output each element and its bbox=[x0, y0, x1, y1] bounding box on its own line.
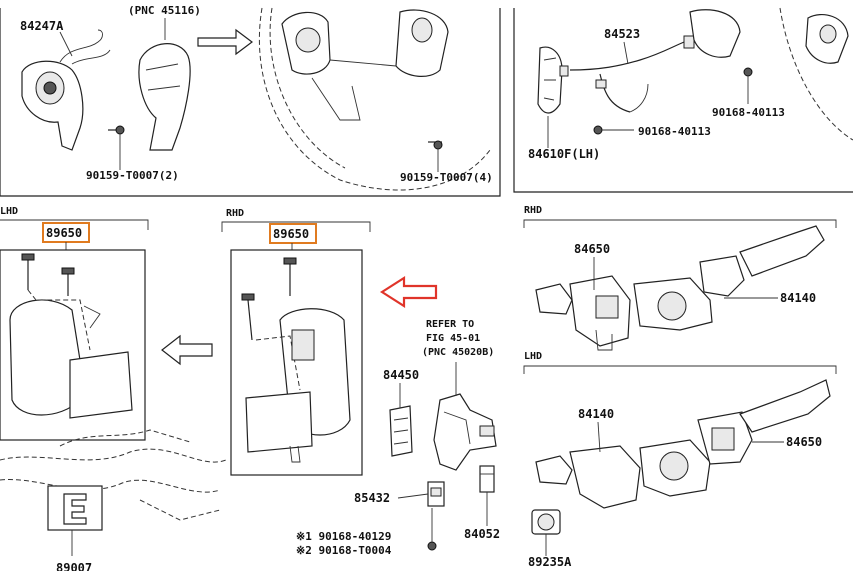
label-lhd-84140: 84140 bbox=[578, 407, 614, 421]
label-84247a: 84247A bbox=[20, 19, 64, 33]
switch-panel-84610f-illustration bbox=[537, 46, 569, 114]
label-85432: 85432 bbox=[354, 491, 390, 505]
label-84450: 84450 bbox=[383, 368, 419, 382]
arrow-to-wheel-icon bbox=[197, 28, 253, 56]
label-screw-right: 90159-T0007(4) bbox=[400, 171, 493, 184]
steering-wheel-right-illustration bbox=[689, 7, 853, 141]
label-84052: 84052 bbox=[464, 527, 500, 541]
combo-switch-lhd-illustration bbox=[535, 379, 831, 509]
label-lhd-84650: 84650 bbox=[786, 435, 822, 449]
label-rhd-84650: 84650 bbox=[574, 242, 610, 256]
note-2: ※2 90168-T0004 bbox=[296, 544, 392, 557]
panel-top-left-border bbox=[0, 8, 501, 197]
screw-upper-icon bbox=[743, 67, 753, 104]
lhd-89650-frame bbox=[0, 249, 146, 441]
region-label-lhd-right: LHD bbox=[524, 351, 542, 362]
label-84610f: 84610F(LH) bbox=[528, 147, 600, 161]
screw-left-icon bbox=[108, 125, 125, 170]
label-89235a: 89235A bbox=[528, 555, 572, 569]
label-pnc-45116: (PNC 45116) bbox=[128, 4, 201, 17]
steering-wheel-illustration bbox=[258, 7, 491, 191]
screw-center-icon bbox=[427, 508, 437, 551]
region-label-rhd-mid: RHD bbox=[226, 208, 244, 219]
screw-lower-icon bbox=[593, 125, 634, 135]
wire-harness-84523 bbox=[569, 35, 695, 113]
highlight-box-rhd-89650 bbox=[269, 223, 317, 244]
rhd-89650-frame bbox=[230, 249, 363, 476]
switch-84450-illustration bbox=[389, 405, 413, 457]
steering-switch-illustration bbox=[21, 29, 111, 151]
part-89235a-illustration bbox=[531, 509, 561, 535]
label-89007: 89007 bbox=[56, 561, 92, 571]
combo-switch-rhd-illustration bbox=[535, 225, 825, 351]
refer-line-1: REFER TO bbox=[426, 319, 474, 330]
region-label-lhd-left: LHD bbox=[0, 206, 18, 217]
region-label-rhd-right: RHD bbox=[524, 205, 542, 216]
ignition-lock-illustration bbox=[433, 362, 497, 471]
label-84523: 84523 bbox=[604, 27, 640, 41]
label-rhd-84140: 84140 bbox=[780, 291, 816, 305]
label-rhd-89650: 89650 bbox=[273, 227, 309, 241]
module-89007-illustration bbox=[47, 485, 103, 556]
part-84052-illustration bbox=[479, 465, 495, 493]
label-lhd-89650: 89650 bbox=[46, 226, 82, 240]
refer-line-2: FIG 45-01 bbox=[426, 333, 480, 344]
label-screw-lower: 90168-40113 bbox=[638, 125, 711, 138]
note-1: ※1 90168-40129 bbox=[296, 530, 391, 543]
label-screw-left: 90159-T0007(2) bbox=[86, 169, 179, 182]
ecu-rhd-illustration bbox=[241, 257, 351, 463]
engine-bay-dashed-illustration bbox=[0, 429, 227, 521]
ecu-lhd-illustration bbox=[9, 253, 133, 419]
arrow-left-gray-icon bbox=[161, 334, 213, 366]
panel-top-right-border bbox=[513, 8, 853, 193]
screw-right-icon bbox=[428, 140, 443, 172]
label-screw-upper: 90168-40113 bbox=[712, 106, 785, 119]
red-highlight-arrow-icon bbox=[379, 275, 438, 309]
sensor-85432-illustration bbox=[427, 481, 445, 507]
refer-line-3: (PNC 45020B) bbox=[422, 347, 494, 358]
switch-cover-illustration bbox=[138, 43, 191, 151]
